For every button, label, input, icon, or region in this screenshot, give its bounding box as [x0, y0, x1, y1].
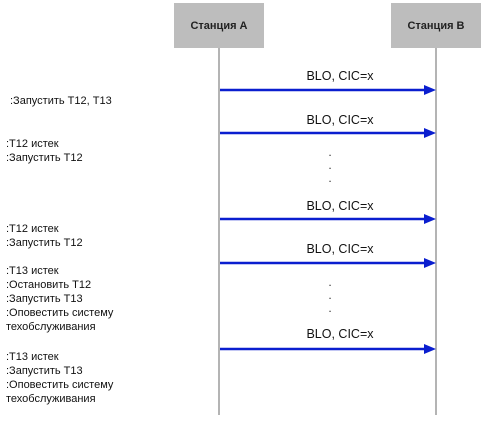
note-group-1: :Запустить Т12, Т13	[10, 94, 112, 108]
arrow-head	[424, 258, 436, 268]
station-b-label: Станция В	[407, 19, 465, 32]
arrow-head	[424, 344, 436, 354]
message-arrow-4	[220, 258, 436, 268]
note-line: :Запустить Т12	[6, 237, 83, 249]
note-line: :Т13 истек	[6, 265, 59, 277]
ellipsis-dot: .	[328, 301, 332, 315]
message-label-2: BLO, CIC=x	[306, 113, 374, 127]
note-group-5: :Т13 истек :Запустить Т13 :Оповестить си…	[6, 350, 113, 406]
note-line: :Запустить Т13	[6, 365, 83, 377]
note-group-2: :Т12 истек :Запустить Т12	[6, 137, 83, 165]
message-arrow-5	[220, 344, 436, 354]
note-line: :Т13 истек	[6, 351, 59, 363]
note-line: :Оповестить систему	[6, 307, 114, 319]
arrow-head	[424, 214, 436, 224]
message-label-3: BLO, CIC=x	[306, 199, 374, 213]
note-line: :Запустить Т13	[6, 293, 83, 305]
ellipsis-dot: .	[328, 171, 332, 185]
message-arrow-3	[220, 214, 436, 224]
ellipsis-2: . . .	[322, 276, 338, 315]
note-line: :Т12 истек	[6, 223, 59, 235]
note-line: техобслуживания	[6, 321, 96, 333]
station-b-box: Станция В	[391, 3, 481, 48]
message-label-1: BLO, CIC=x	[306, 69, 374, 83]
station-b-lifeline	[435, 48, 437, 415]
note-group-4: :Т13 истек :Остановить Т12 :Запустить Т1…	[6, 264, 113, 334]
note-line: :Запустить Т12	[6, 152, 83, 164]
ellipsis-dot: .	[328, 288, 332, 302]
ellipsis-1: . . .	[322, 146, 338, 185]
message-label-5: BLO, CIC=x	[306, 327, 374, 341]
message-label-4: BLO, CIC=x	[306, 242, 374, 256]
note-line: :Т12 истек	[6, 138, 59, 150]
note-group-3: :Т12 истек :Запустить Т12	[6, 222, 83, 250]
arrow-head	[424, 85, 436, 95]
ellipsis-dot: .	[328, 145, 332, 159]
note-line: :Остановить Т12	[6, 279, 92, 291]
note-line: :Запустить Т12, Т13	[10, 95, 112, 107]
arrow-head	[424, 128, 436, 138]
station-a-label: Станция А	[190, 19, 248, 32]
message-arrow-2	[220, 128, 436, 138]
ellipsis-dot: .	[328, 158, 332, 172]
station-a-box: Станция А	[174, 3, 264, 48]
station-a-lifeline	[218, 48, 220, 415]
note-line: техобслуживания	[6, 393, 96, 405]
note-line: :Оповестить систему	[6, 379, 114, 391]
message-arrow-1	[220, 85, 436, 95]
ellipsis-dot: .	[328, 275, 332, 289]
